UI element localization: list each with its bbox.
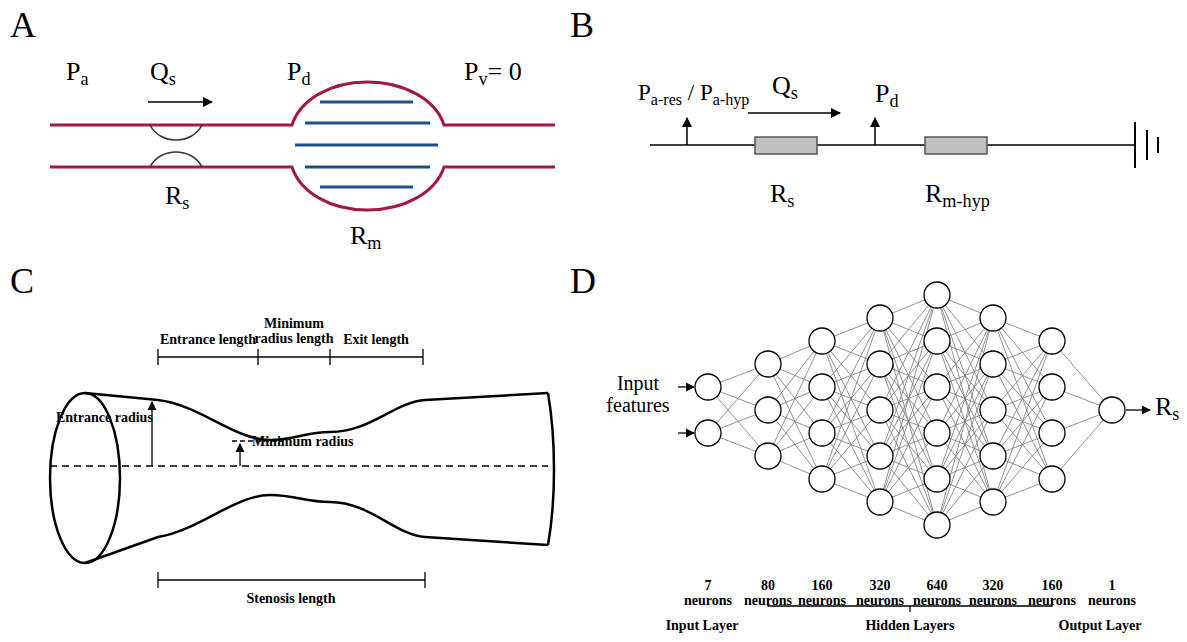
pressure-label: Pa: [66, 58, 89, 87]
dimension-label: Exit length: [326, 332, 426, 347]
neuron: [809, 420, 835, 446]
neuron: [980, 489, 1006, 515]
dimension-label: Stenosis length: [221, 591, 361, 606]
neuron: [980, 397, 1006, 423]
neuron: [809, 328, 835, 354]
panel-letter: C: [10, 262, 34, 302]
dimension-label: Minimum radius: [252, 434, 354, 449]
neuron: [924, 328, 950, 354]
neuron: [980, 351, 1006, 377]
neuron: [755, 351, 781, 377]
pressure-label: Pd: [287, 58, 311, 87]
neuron: [980, 443, 1006, 469]
neuron: [924, 282, 950, 308]
neuron: [867, 489, 893, 515]
circuit: [650, 113, 1158, 168]
neuron: [695, 420, 721, 446]
layer-size: 160 neurons: [1024, 578, 1080, 609]
neuron: [867, 351, 893, 377]
neuron: [1039, 374, 1065, 400]
pressure-label: Pd: [875, 80, 899, 109]
resistance-label: Rm-hyp: [925, 180, 990, 209]
input-label: Input features: [593, 372, 683, 416]
stenosis-arcs: [150, 125, 202, 167]
neuron: [924, 420, 950, 446]
neuron: [695, 374, 721, 400]
layer-name: Output Layer: [1045, 618, 1155, 633]
neuron: [809, 374, 835, 400]
layer-size: 320 neurons: [965, 578, 1021, 609]
network-drawing: [695, 282, 1125, 538]
layer-size: 80 neurons: [740, 578, 796, 609]
layer-size: 7 neurons: [680, 578, 736, 609]
layer-name: Input Layer: [647, 618, 757, 633]
layer-name: Hidden Layers: [845, 618, 975, 633]
flow-arrow: [148, 101, 212, 103]
neuron: [924, 374, 950, 400]
neuron: [867, 305, 893, 331]
neuron: [867, 397, 893, 423]
pressure-label: Pa-res / Pa-hyp: [638, 80, 749, 105]
flow-label: Qs: [772, 72, 798, 101]
stenosis-geometry: [50, 393, 554, 563]
dimension-label: Minimum radius length: [254, 316, 334, 347]
network-connection: [708, 364, 768, 433]
panel-letter: B: [570, 6, 594, 46]
neuron: [1039, 328, 1065, 354]
neuron: [924, 466, 950, 492]
neuron: [924, 512, 950, 538]
pressure-label: Pv= 0: [464, 58, 522, 87]
resistance-label: Rs: [165, 182, 189, 211]
vessel: [50, 82, 555, 210]
dimension-label: Entrance radius: [56, 410, 153, 425]
dimension-lines: [50, 349, 548, 588]
neuron: [1039, 420, 1065, 446]
network-arrows: [678, 387, 1150, 612]
neuron: [867, 443, 893, 469]
panel-letter: D: [570, 262, 596, 302]
resistance-label: Rm: [350, 222, 382, 251]
neuron: [980, 305, 1006, 331]
layer-size: 1 neurons: [1084, 578, 1140, 609]
neuron: [1099, 397, 1125, 423]
flow-label: Qs: [150, 58, 176, 87]
neuron: [755, 443, 781, 469]
neuron: [755, 397, 781, 423]
network-connection: [708, 387, 768, 456]
network-connection: [1052, 410, 1112, 479]
neuron: [809, 466, 835, 492]
layer-size: 320 neurons: [852, 578, 908, 609]
panel-letter: A: [10, 6, 36, 46]
dimension-label: Entrance length: [153, 332, 263, 347]
layer-size: 640 neurons: [909, 578, 965, 609]
layer-size: 160 neurons: [794, 578, 850, 609]
microvasculature-lines: [295, 102, 438, 187]
resistance-label: Rs: [770, 180, 794, 209]
output-label: Rs: [1155, 393, 1179, 422]
network-connection: [1052, 341, 1112, 410]
neuron: [1039, 466, 1065, 492]
